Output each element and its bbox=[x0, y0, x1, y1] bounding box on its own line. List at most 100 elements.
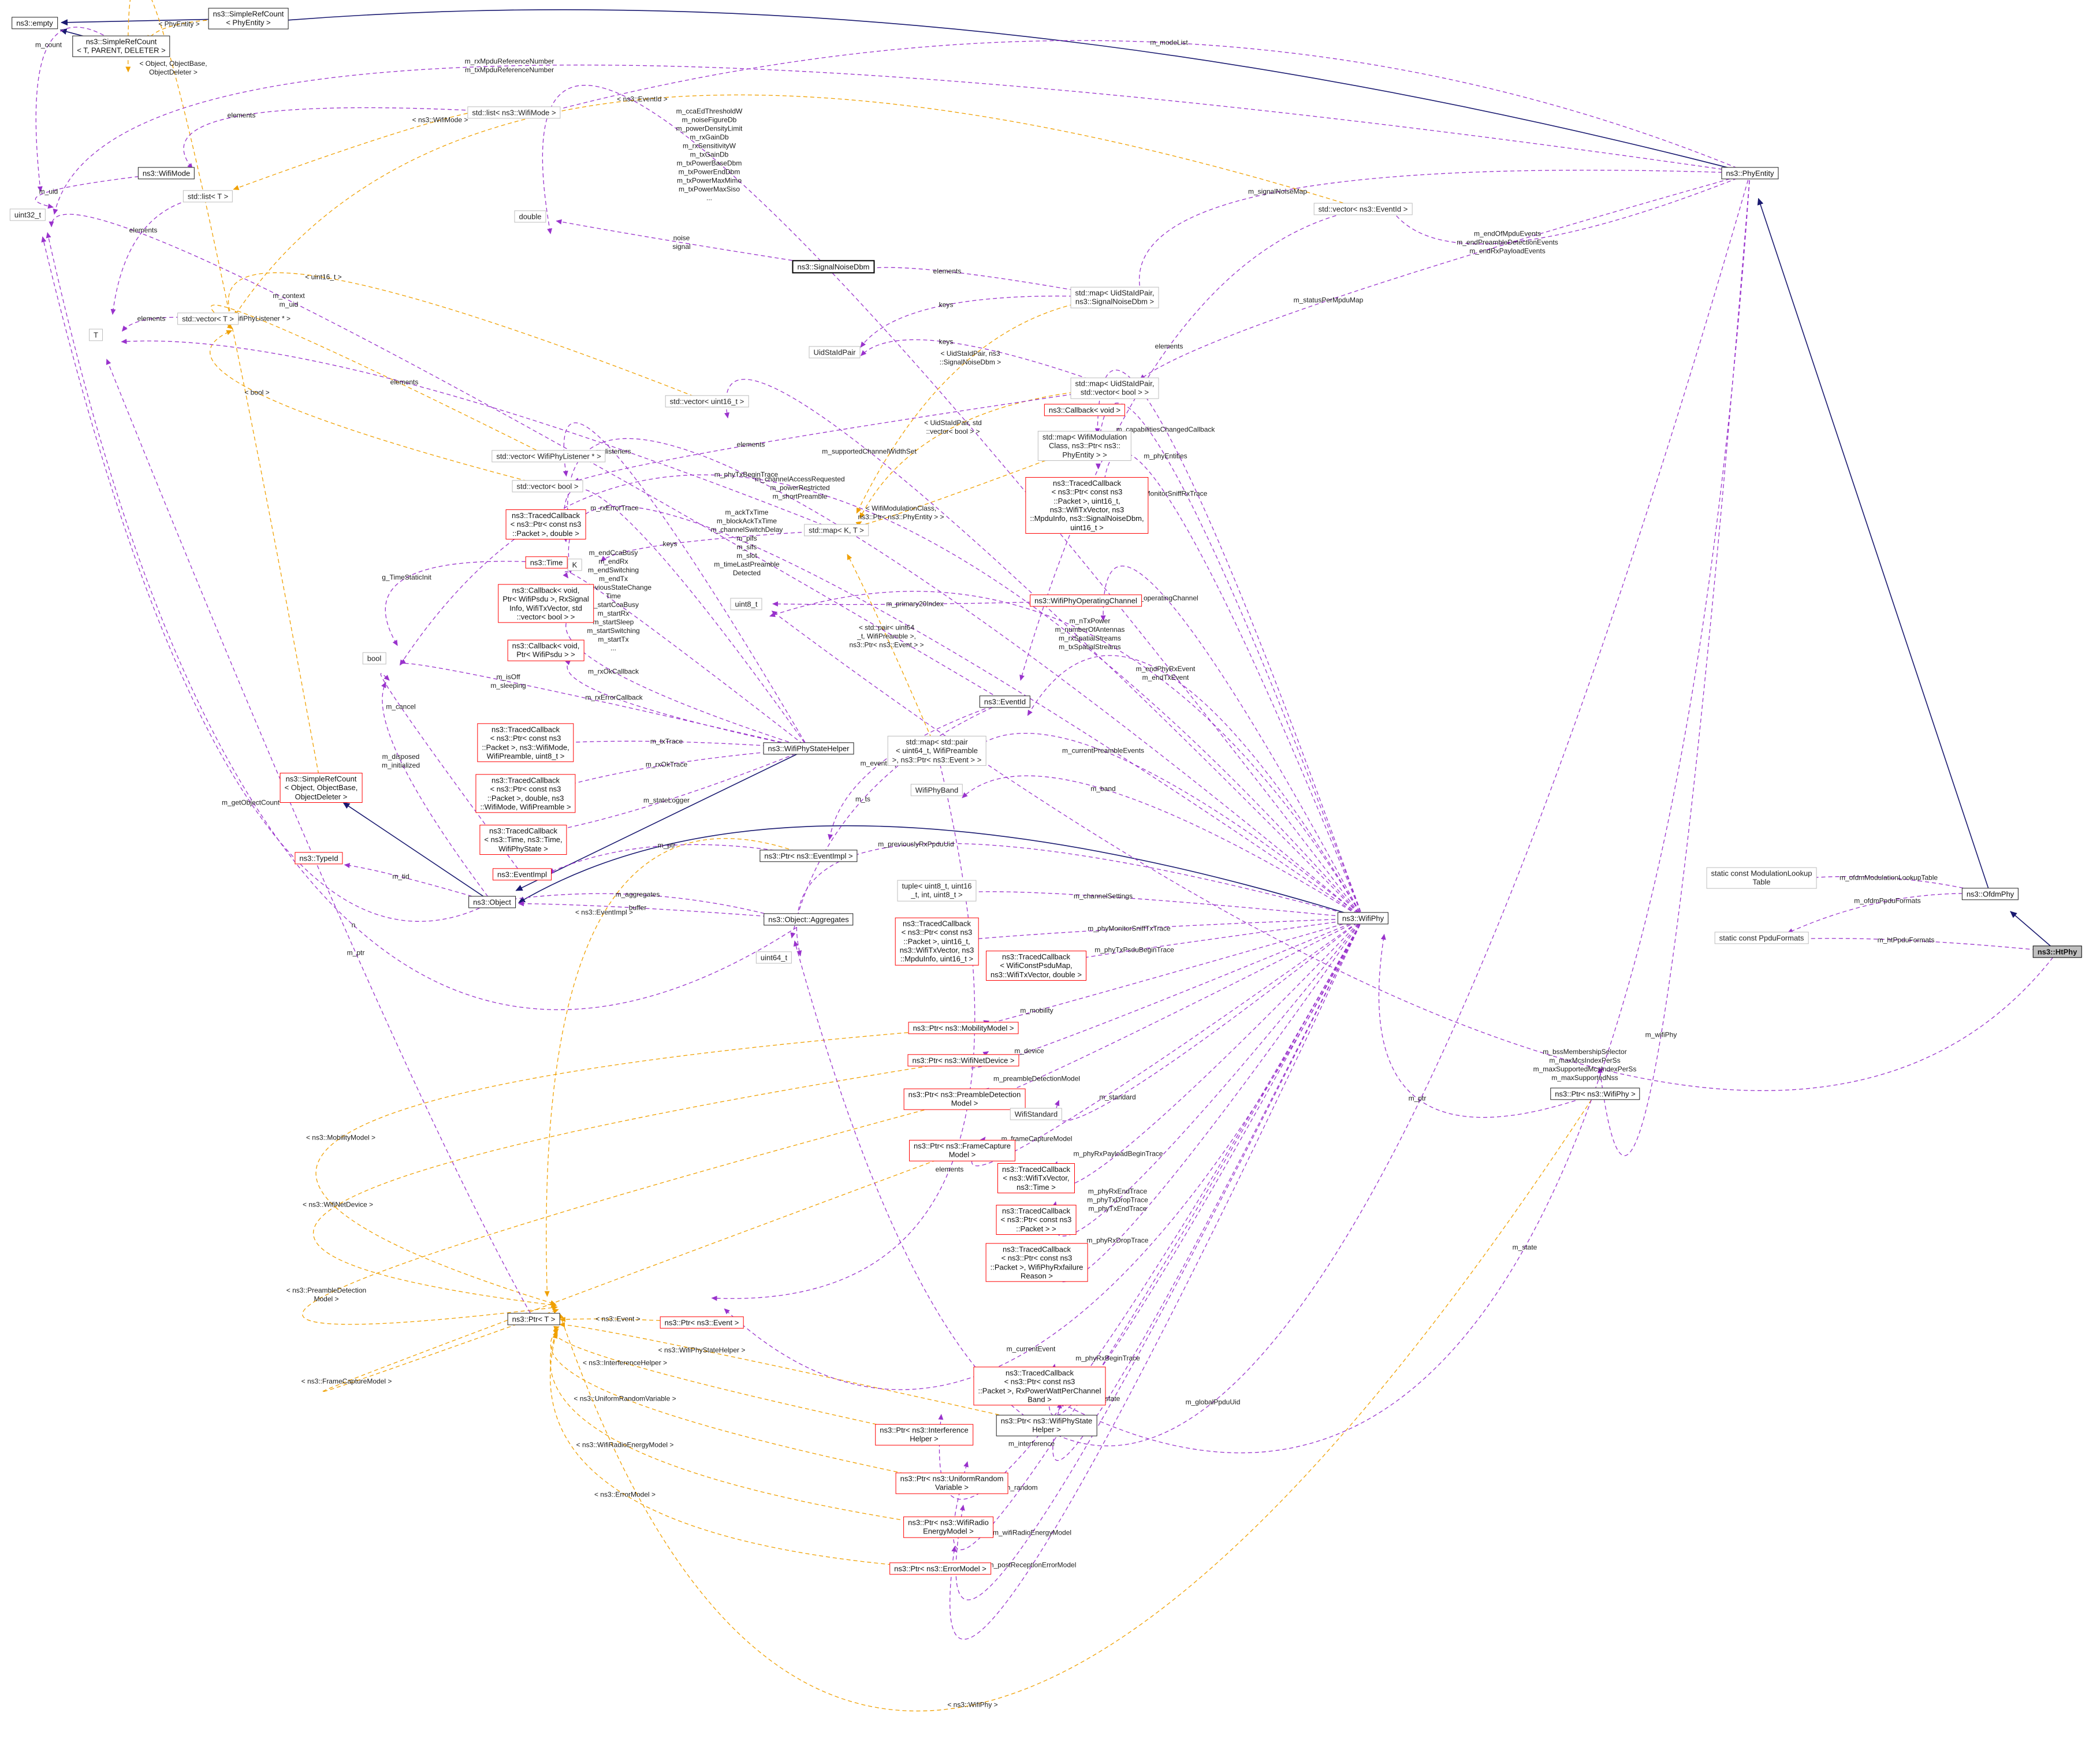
class-node-srcPhyEntity[interactable]: ns3::SimpleRefCount < PhyEntity > bbox=[208, 8, 289, 29]
class-node-K[interactable]: K bbox=[567, 559, 582, 571]
edge-stateHelper-object bbox=[515, 748, 809, 891]
class-node-tcRxPower[interactable]: ns3::TracedCallback < ns3::Ptr< const ns… bbox=[973, 1367, 1106, 1406]
edge-wifiPhy-ptrRandom bbox=[952, 918, 1364, 1550]
edge-eventId-ptrEventImpl bbox=[828, 701, 1006, 840]
class-node-bool[interactable]: bool bbox=[362, 652, 386, 665]
class-node-ptrEvent[interactable]: ns3::Ptr< ns3::Event > bbox=[660, 1316, 744, 1329]
class-node-ptrInterf[interactable]: ns3::Ptr< ns3::Interference Helper > bbox=[875, 1424, 973, 1446]
class-node-tcTxVecTime[interactable]: ns3::TracedCallback < ns3::WifiTxVector,… bbox=[997, 1163, 1075, 1193]
class-node-tcPacket[interactable]: ns3::TracedCallback < ns3::Ptr< const ns… bbox=[996, 1205, 1077, 1235]
edge-stateHelper-cbRxErr bbox=[565, 659, 809, 749]
class-node-ptrStateHelper[interactable]: ns3::Ptr< ns3::WifiPhyState Helper > bbox=[996, 1414, 1097, 1436]
class-node-mapWMC[interactable]: std::map< WifiModulation Class, ns3::Ptr… bbox=[1037, 431, 1132, 461]
class-node-ptrNetDev[interactable]: ns3::Ptr< ns3::WifiNetDevice > bbox=[907, 1054, 1019, 1067]
class-node-ptrError[interactable]: ns3::Ptr< ns3::ErrorModel > bbox=[889, 1562, 991, 1575]
edge-phyEntity-ptrWifiPhy bbox=[1598, 173, 1751, 1156]
class-node-tcTxTrace[interactable]: ns3::TracedCallback < ns3::Ptr< const ns… bbox=[477, 723, 574, 762]
edge-wifiMode-uint32 bbox=[35, 173, 167, 209]
class-node-stateHelper[interactable]: ns3::WifiPhyStateHelper bbox=[763, 742, 854, 755]
class-node-srcTPD[interactable]: ns3::SimpleRefCount < T, PARENT, DELETER… bbox=[72, 35, 170, 57]
class-node-modTable[interactable]: static const ModulationLookup Table bbox=[1706, 867, 1817, 889]
class-node-cbRxOk[interactable]: ns3::Callback< void, Ptr< WifiPsdu >, Rx… bbox=[498, 584, 594, 623]
class-node-eventId[interactable]: ns3::EventId bbox=[979, 695, 1031, 708]
class-node-phyEntity[interactable]: ns3::PhyEntity bbox=[1721, 167, 1779, 180]
edge-wifiPhy-eventId bbox=[1027, 655, 1364, 919]
edge-mapUidVB-mapKT bbox=[859, 388, 1115, 519]
class-node-wifiMode[interactable]: ns3::WifiMode bbox=[137, 167, 195, 180]
class-node-vecBool[interactable]: std::vector< bool > bbox=[512, 480, 583, 493]
class-node-vecU16[interactable]: std::vector< uint16_t > bbox=[665, 395, 749, 408]
edge-object-objAgg bbox=[492, 893, 783, 919]
edge-object-typeId bbox=[344, 863, 493, 903]
edge-wifiPhy-wifiStd bbox=[1054, 918, 1364, 1122]
class-node-ofdmPhy[interactable]: ns3::OfdmPhy bbox=[1961, 888, 2019, 900]
class-node-tcSniffRx[interactable]: ns3::TracedCallback < ns3::Ptr< const ns… bbox=[1025, 477, 1149, 534]
class-node-tcRxFail[interactable]: ns3::TracedCallback < ns3::Ptr< const ns… bbox=[985, 1243, 1088, 1282]
edge-vecU16-vecT bbox=[228, 272, 708, 402]
edge-ofdmPhy-modTable bbox=[1787, 876, 1991, 895]
class-node-mapPair[interactable]: std::map< std::pair < uint64_t, WifiPrea… bbox=[887, 736, 986, 766]
class-node-wifiPhy[interactable]: ns3::WifiPhy bbox=[1337, 912, 1389, 925]
class-node-opChannel[interactable]: ns3::WifiPhyOperatingChannel bbox=[1030, 594, 1142, 607]
class-node-snd[interactable]: ns3::SignalNoiseDbm bbox=[792, 260, 875, 274]
class-node-ptrT[interactable]: ns3::Ptr< T > bbox=[507, 1313, 560, 1326]
class-node-tcPktDouble[interactable]: ns3::TracedCallback < ns3::Ptr< const ns… bbox=[505, 509, 586, 539]
class-node-listT[interactable]: std::list< T > bbox=[183, 190, 233, 203]
edge-wifiPhy-ptrNetDev bbox=[969, 918, 1364, 1068]
edge-phyEntity-vecEvtId bbox=[1389, 173, 1751, 244]
class-node-ptrEventImpl[interactable]: ns3::Ptr< ns3::EventImpl > bbox=[759, 850, 858, 862]
class-node-htPhy[interactable]: ns3::HtPhy bbox=[2032, 945, 2082, 958]
edge-wifiPhy-object bbox=[518, 825, 1364, 919]
class-node-empty[interactable]: ns3::empty bbox=[12, 17, 58, 29]
edge-phyEntity-mapUidVB bbox=[1139, 173, 1751, 380]
class-node-listWifiMode[interactable]: std::list< ns3::WifiMode > bbox=[467, 106, 561, 119]
edge-wifiPhy-vecU16 bbox=[724, 379, 1364, 919]
edge-objAgg-uint32 bbox=[46, 232, 809, 1010]
class-node-dbl[interactable]: double bbox=[514, 210, 546, 223]
class-node-mapUidSN[interactable]: std::map< UidStaIdPair, ns3::SignalNoise… bbox=[1070, 286, 1159, 308]
class-node-typeId[interactable]: ns3::TypeId bbox=[295, 852, 343, 865]
class-node-uint32[interactable]: uint32_t bbox=[9, 209, 46, 221]
class-node-ptrEnergy[interactable]: ns3::Ptr< ns3::WifiRadio EnergyModel > bbox=[903, 1516, 993, 1538]
edge-wifiPhy-uint8 bbox=[769, 591, 1364, 919]
class-node-ptrFrameCap[interactable]: ns3::Ptr< ns3::FrameCapture Model > bbox=[909, 1140, 1015, 1161]
class-node-vecListeners[interactable]: std::vector< WifiPhyListener * > bbox=[492, 450, 606, 463]
class-node-srcObject[interactable]: ns3::SimpleRefCount < Object, ObjectBase… bbox=[280, 773, 363, 803]
edge-mapUidVB-vecBool bbox=[573, 388, 1115, 483]
class-node-wifiStd[interactable]: WifiStandard bbox=[1010, 1108, 1063, 1120]
class-node-tuple[interactable]: tuple< uint8_t, uint16 _t, int, uint8_t … bbox=[897, 880, 977, 902]
class-node-tcSniffTx[interactable]: ns3::TracedCallback < ns3::Ptr< const ns… bbox=[895, 917, 979, 966]
class-node-time[interactable]: ns3::Time bbox=[525, 556, 568, 569]
class-node-tcStateLogger[interactable]: ns3::TracedCallback < ns3::Time, ns3::Ti… bbox=[479, 825, 567, 855]
class-node-tcRxOkTrace[interactable]: ns3::TracedCallback < ns3::Ptr< const ns… bbox=[475, 774, 576, 813]
edge-wifiPhy-ptrPreamble bbox=[973, 918, 1364, 1103]
class-node-vecT[interactable]: std::vector< T > bbox=[177, 312, 239, 325]
class-node-objAgg[interactable]: ns3::Object::Aggregates bbox=[764, 913, 854, 926]
edge-stateHelper-time bbox=[563, 571, 809, 749]
class-node-ppduFormats[interactable]: static const PpduFormats bbox=[1714, 932, 1809, 944]
class-node-mapKT[interactable]: std::map< K, T > bbox=[804, 524, 869, 537]
class-node-cbRxErr[interactable]: ns3::Callback< void, Ptr< WifiPsdu > > bbox=[507, 639, 584, 661]
class-node-ptrMobility[interactable]: ns3::Ptr< ns3::MobilityModel > bbox=[908, 1022, 1019, 1034]
class-node-uint8[interactable]: uint8_t bbox=[730, 598, 762, 610]
class-node-vecEvtId[interactable]: std::vector< ns3::EventId > bbox=[1313, 203, 1413, 215]
edge-ptrPreamble-ptrT bbox=[302, 1099, 965, 1325]
class-node-band[interactable]: WifiPhyBand bbox=[910, 784, 963, 796]
class-node-object[interactable]: ns3::Object bbox=[468, 896, 516, 909]
class-node-ptrWifiPhy[interactable]: ns3::Ptr< ns3::WifiPhy > bbox=[1550, 1088, 1640, 1100]
edge-mapUidVB-uidPair bbox=[860, 339, 1115, 389]
class-node-uint64[interactable]: uint64_t bbox=[755, 951, 792, 964]
class-node-tcPsduMap[interactable]: ns3::TracedCallback < WifiConstPsduMap, … bbox=[986, 951, 1086, 981]
edge-mapKT-K bbox=[600, 530, 837, 562]
edge-phyEntity-uint64 bbox=[793, 173, 1751, 1447]
class-node-ptrPreamble[interactable]: ns3::Ptr< ns3::PreambleDetection Model > bbox=[903, 1088, 1026, 1110]
edge-ptrEnergy-ptrT bbox=[550, 1330, 949, 1528]
class-node-eventImpl[interactable]: ns3::EventImpl bbox=[493, 868, 552, 881]
class-node-mapUidVB[interactable]: std::map< UidStaIdPair, std::vector< boo… bbox=[1070, 377, 1159, 399]
class-node-ptrRandom[interactable]: ns3::Ptr< ns3::UniformRandom Variable > bbox=[895, 1472, 1008, 1494]
class-node-cbVoid[interactable]: ns3::Callback< void > bbox=[1044, 404, 1126, 416]
class-node-uidPair[interactable]: UidStaIdPair bbox=[809, 346, 861, 359]
class-node-T[interactable]: T bbox=[89, 329, 103, 341]
